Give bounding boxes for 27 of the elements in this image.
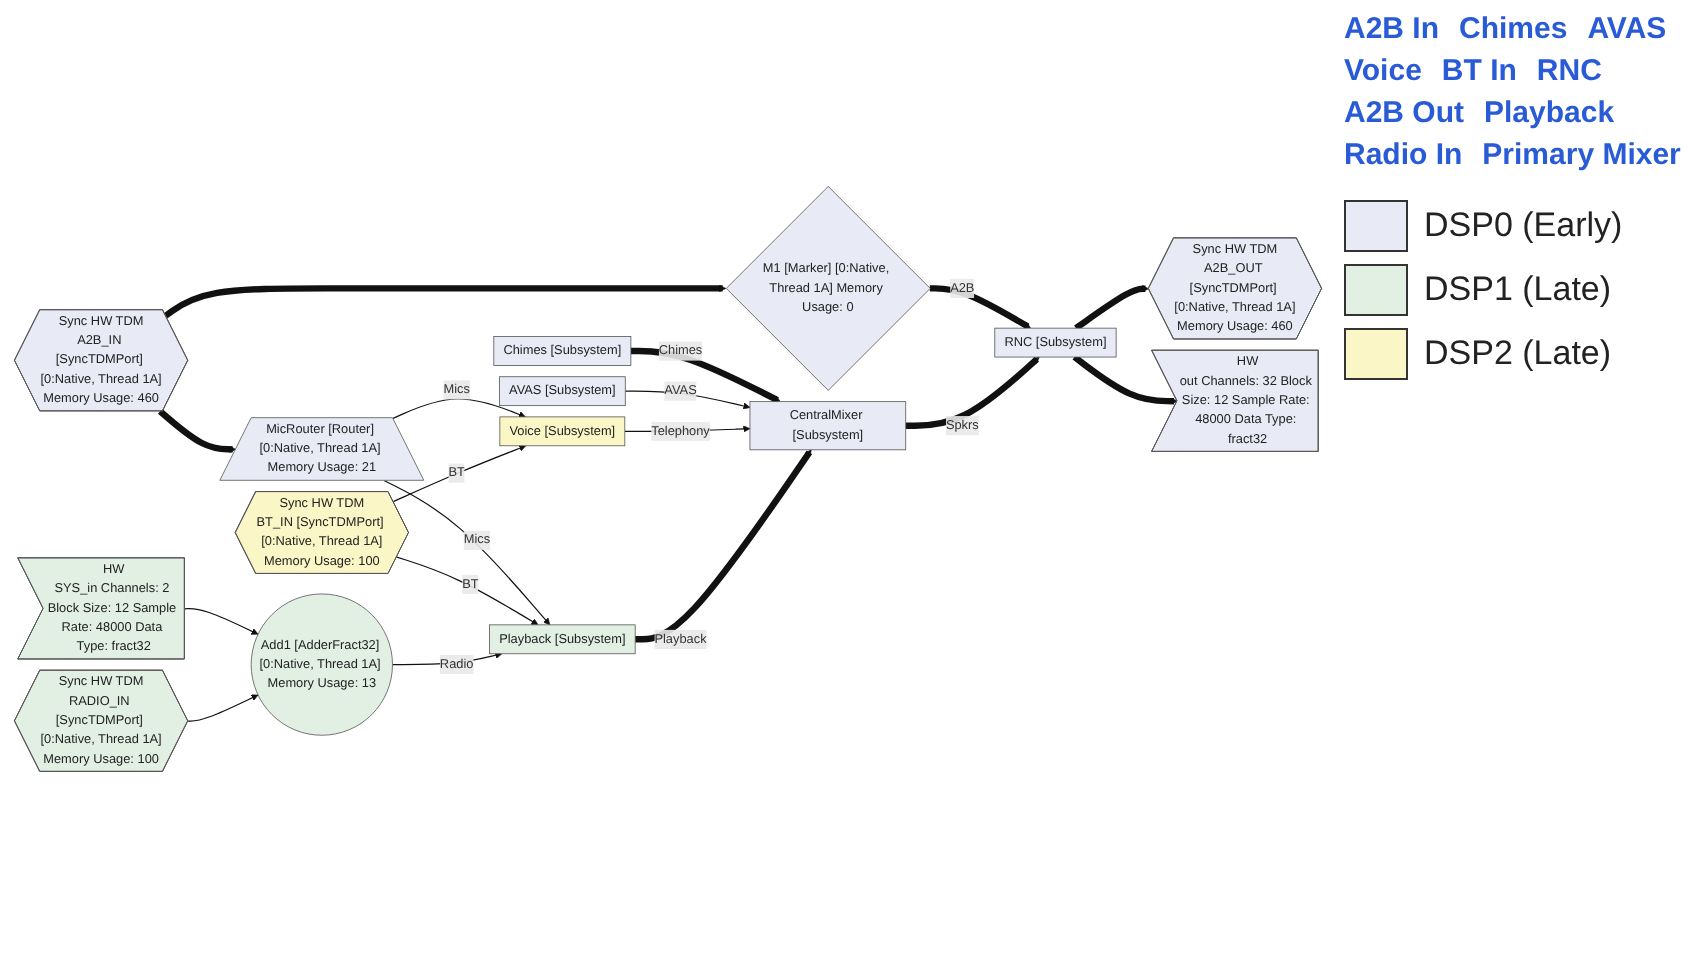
arrow (184, 608, 259, 635)
section-heading: A2B Out (1344, 96, 1464, 130)
arrow (929, 285, 1031, 330)
section-heading: Playback (1484, 96, 1615, 130)
legend-label: DSP1 (Late) (1424, 270, 1612, 310)
section-heading: Primary Mixer (1482, 138, 1681, 172)
arrow (187, 694, 259, 722)
arrow (635, 449, 813, 643)
section-heading: RNC (1536, 54, 1602, 88)
arrow (630, 347, 781, 404)
section-heading: Radio In (1344, 138, 1463, 172)
arrow (392, 444, 527, 503)
arrow (1074, 285, 1149, 331)
section-heading: A2B In (1344, 12, 1440, 46)
arrow (1072, 354, 1178, 405)
arrow (383, 480, 551, 626)
arrow (624, 390, 751, 410)
legend-label: DSP2 (Late) (1424, 334, 1612, 374)
arrow (396, 556, 539, 626)
arrow (157, 408, 237, 453)
arrow (163, 284, 727, 319)
section-heading: AVAS (1587, 12, 1667, 46)
legend-label: DSP0 (Early) (1424, 206, 1623, 246)
arrow (905, 356, 1040, 429)
section-heading: BT In (1441, 54, 1517, 88)
section-heading: Voice (1344, 54, 1422, 88)
section-heading: Chimes (1459, 12, 1568, 46)
